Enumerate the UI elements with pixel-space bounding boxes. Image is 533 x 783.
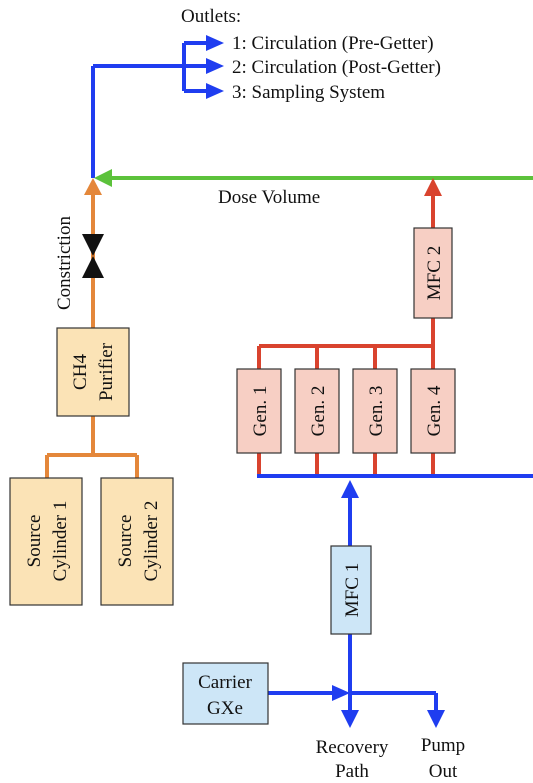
gen-1-label: Gen. 1 [250, 386, 271, 437]
carrier-arrow [332, 685, 350, 701]
mfc2-up-arrow [424, 178, 442, 196]
mfc-2-box: MFC 2 [413, 227, 453, 319]
gen-4-box: Gen. 4 [410, 368, 456, 454]
pump-out-arrow [427, 710, 445, 728]
pump-out-label-2: Out [429, 761, 458, 782]
gen-3-label: Gen. 3 [366, 386, 387, 437]
source-cylinder-1-label-2: Cylinder 1 [50, 501, 71, 582]
mfc1-up-arrow [341, 480, 359, 498]
source-cylinder-2-label-2: Cylinder 2 [141, 501, 162, 582]
recovery-arrow [341, 710, 359, 728]
gen-4-label: Gen. 4 [424, 385, 445, 436]
recovery-path-label-2: Path [335, 761, 369, 782]
source-cylinder-1-label-1: Source [24, 515, 45, 568]
pump-out-label-1: Pump [421, 735, 465, 756]
mfc-1-box: MFC 1 [330, 545, 372, 635]
carrier-gxe-label-1: Carrier [198, 672, 252, 693]
outlet-1-arrow [206, 35, 224, 51]
outlet-1-label: 1: Circulation (Pre-Getter) [232, 33, 434, 54]
mfc-1-label: MFC 1 [342, 563, 363, 617]
gen-2-label: Gen. 2 [308, 386, 329, 437]
outlet-3-label: 3: Sampling System [232, 82, 385, 103]
source-cylinder-1-box: Source Cylinder 1 [9, 477, 83, 606]
outlets-title: Outlets: [181, 6, 241, 27]
ch4-purifier-box: CH4 Purifier [56, 327, 130, 417]
dose-volume-line [94, 169, 533, 187]
constriction-label: Constriction [54, 216, 75, 310]
outlet-manifold [91, 35, 224, 178]
mfc-2-label: MFC 2 [424, 246, 445, 300]
source-line [45, 178, 139, 478]
gen-2-box: Gen. 2 [294, 368, 340, 454]
source-cylinder-2-label-1: Source [115, 515, 136, 568]
dose-volume-label: Dose Volume [218, 187, 320, 208]
gen-3-box: Gen. 3 [352, 368, 398, 454]
recovery-path-label-1: Recovery [316, 737, 389, 758]
ch4-purifier-label-1: CH4 [70, 354, 91, 390]
source-cylinder-2-box: Source Cylinder 2 [100, 477, 174, 606]
carrier-gxe-label-2: GXe [207, 698, 243, 719]
carrier-gas-lines [257, 474, 533, 728]
outlet-3-arrow [206, 83, 224, 99]
constriction-valve [82, 234, 104, 278]
carrier-gxe-box: Carrier GXe [182, 662, 269, 725]
ch4-purifier-label-2: Purifier [96, 342, 117, 401]
dose-volume-arrow [94, 169, 112, 187]
source-up-arrow [84, 178, 102, 195]
outlet-2-label: 2: Circulation (Post-Getter) [232, 57, 441, 78]
outlet-2-arrow [206, 58, 224, 74]
gen-1-box: Gen. 1 [236, 368, 282, 454]
